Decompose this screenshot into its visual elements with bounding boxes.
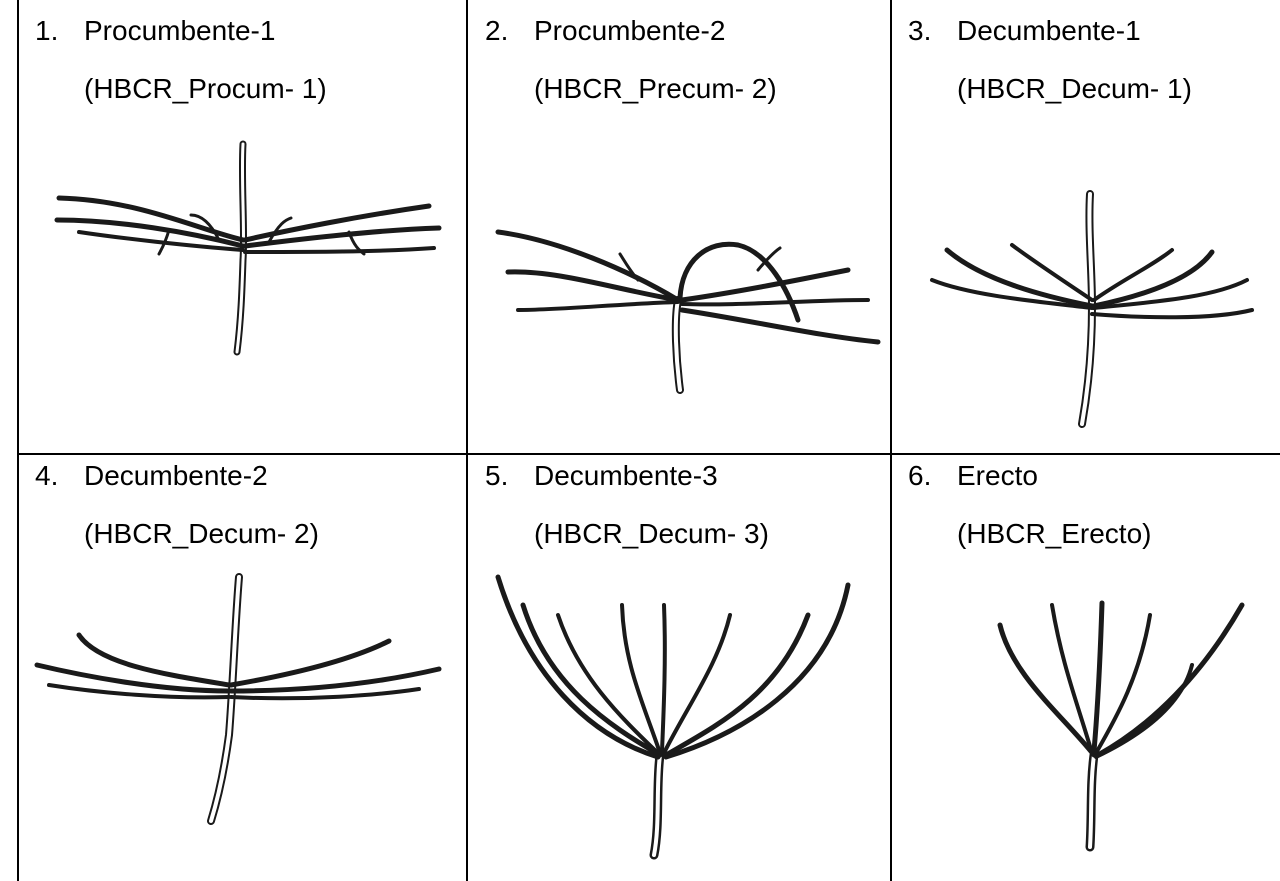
cell-title: Decumbente-3 [534,460,718,491]
root-drawing-procumbente-2 [468,120,890,453]
cell-code: (HBCR_Decum- 1) [957,72,1192,106]
cell-decumbente-3: 5.Decumbente-3 (HBCR_Decum- 3) [468,455,890,881]
root-drawing-decumbente-3 [468,565,890,881]
cell-title: Decumbente-2 [84,460,268,491]
cell-code: (HBCR_Decum- 2) [84,517,319,551]
cell-number: 1. [35,14,84,48]
root-drawing-decumbente-2 [19,565,466,881]
cell-number: 2. [485,14,534,48]
cell-code: (HBCR_Precum- 2) [534,72,777,106]
cell-decumbente-2: 4.Decumbente-2 (HBCR_Decum- 2) [19,455,466,881]
cell-erecto: 6.Erecto (HBCR_Erecto) [892,455,1280,881]
root-type-table: 1.Procumbente-1 (HBCR_Procum- 1) 2.Procu… [17,0,1280,881]
cell-title: Decumbente-1 [957,15,1141,46]
cell-code: (HBCR_Decum- 3) [534,517,769,551]
root-drawing-decumbente-1 [892,120,1280,453]
cell-decumbente-1: 3.Decumbente-1 (HBCR_Decum- 1) [892,0,1280,453]
cell-code: (HBCR_Erecto) [957,517,1151,551]
root-drawing-erecto [892,565,1280,881]
cell-title: Procumbente-1 [84,15,275,46]
cell-number: 5. [485,459,534,493]
cell-procumbente-2: 2.Procumbente-2 (HBCR_Precum- 2) [468,0,890,453]
cell-procumbente-1: 1.Procumbente-1 (HBCR_Procum- 1) [19,0,466,453]
cell-code: (HBCR_Procum- 1) [84,72,327,106]
root-drawing-procumbente-1 [19,120,466,453]
cell-title: Procumbente-2 [534,15,725,46]
cell-title: Erecto [957,460,1038,491]
cell-number: 3. [908,14,957,48]
cell-number: 6. [908,459,957,493]
cell-number: 4. [35,459,84,493]
